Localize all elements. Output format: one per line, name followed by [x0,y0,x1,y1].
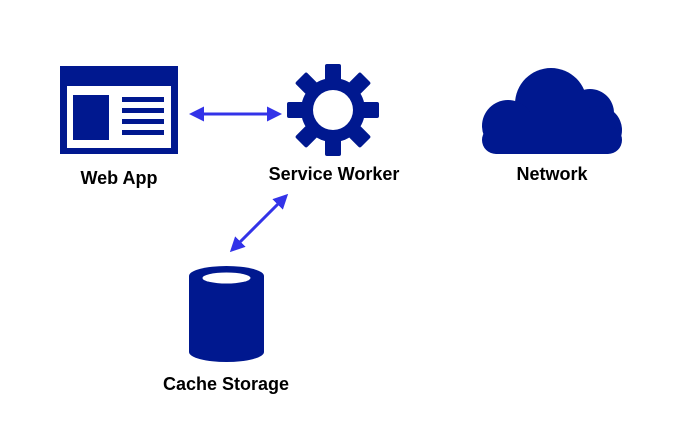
arrow-service-worker-cache-storage [229,193,289,253]
node-network: Network [482,68,622,184]
cache-storage-label: Cache Storage [163,374,289,394]
service-worker-label: Service Worker [269,164,400,184]
node-cache-storage: Cache Storage [163,266,289,394]
network-label: Network [516,164,588,184]
cloud-icon [482,68,622,154]
browser-window-icon [60,66,178,154]
database-cylinder-icon [189,266,264,362]
gear-icon [287,64,379,156]
node-web-app: Web App [60,66,178,188]
node-service-worker: Service Worker [269,64,400,184]
web-app-label: Web App [81,168,158,188]
